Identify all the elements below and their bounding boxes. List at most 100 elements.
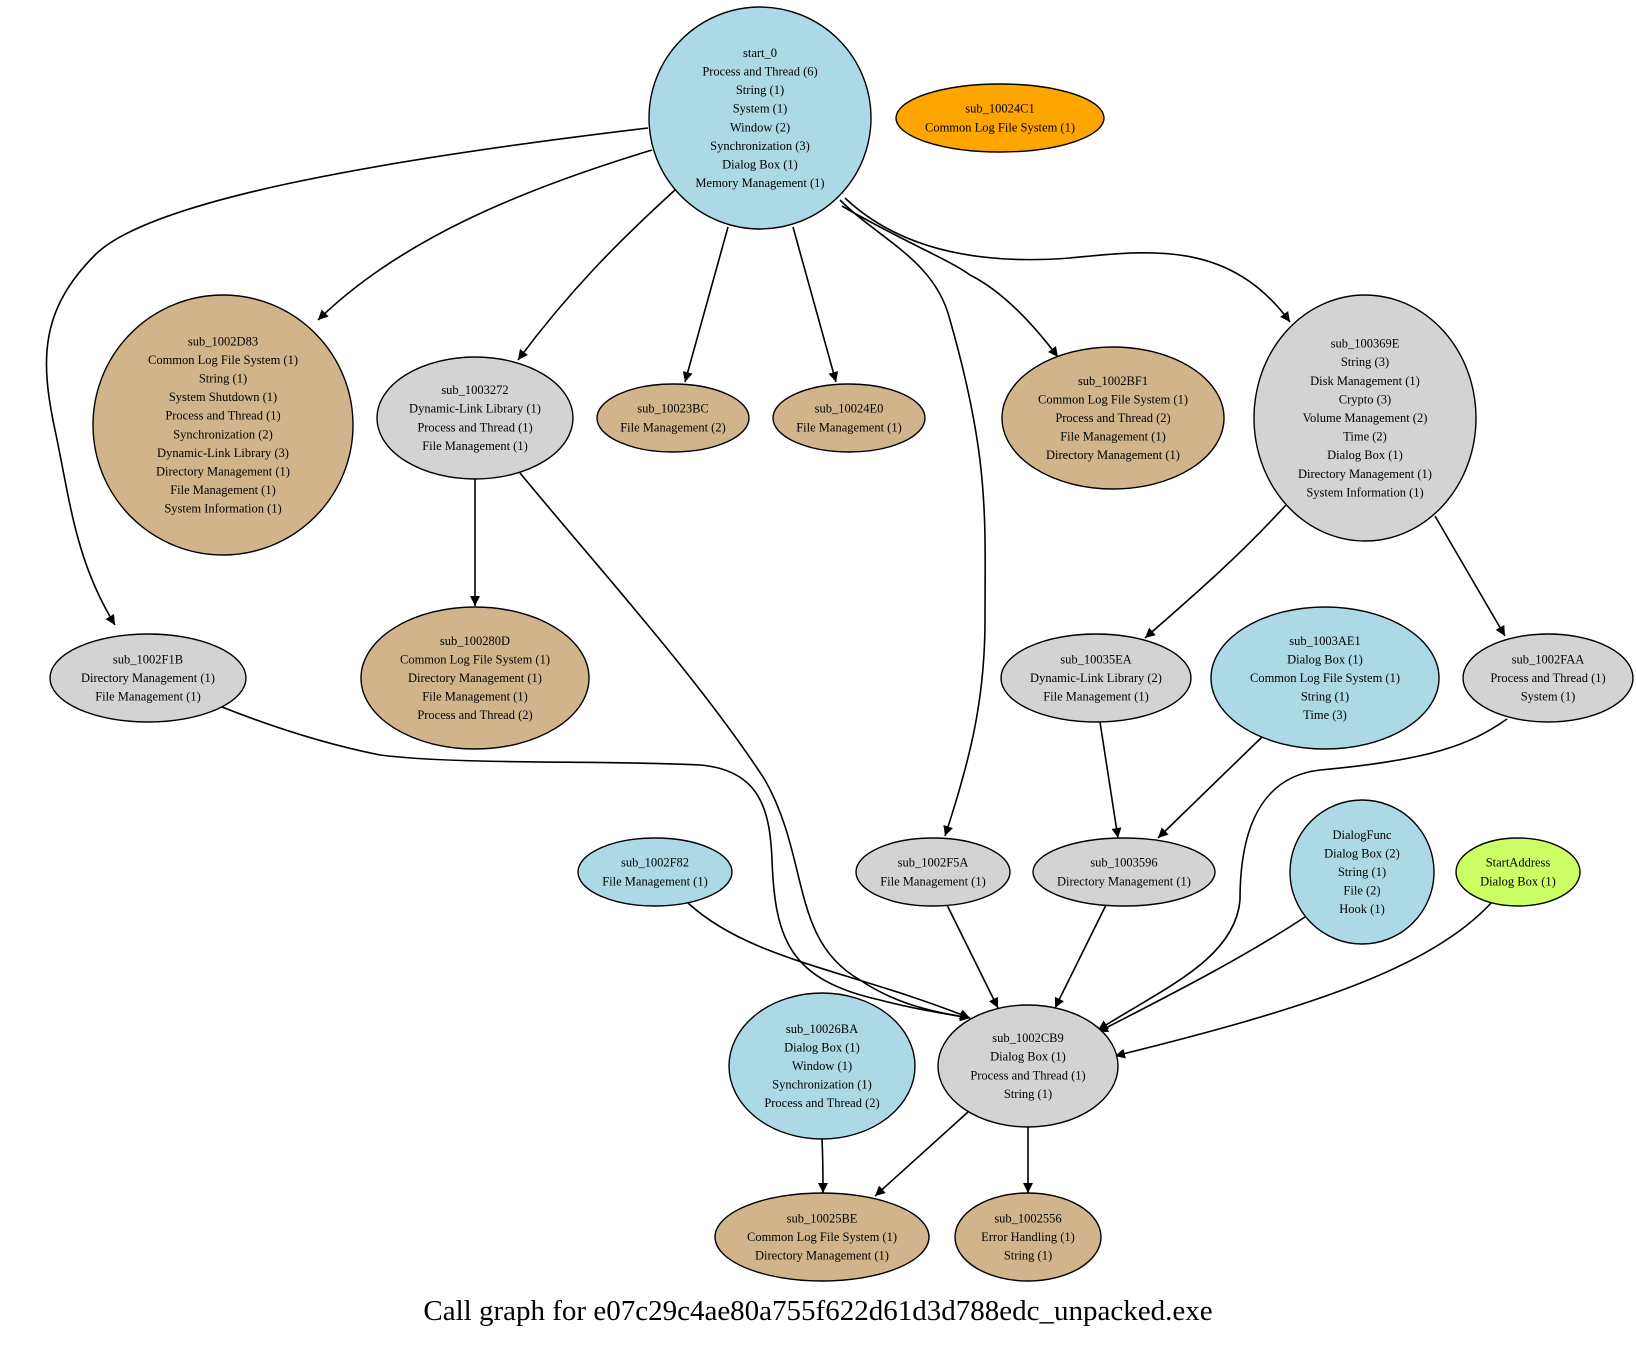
node-shape-sub_1003AE1[interactable]: [1210, 606, 1440, 750]
node-category-label: Process and Thread (1): [970, 1068, 1085, 1082]
node-name-label: sub_1003596: [1090, 856, 1157, 870]
node-shape-sub_10023BC[interactable]: [596, 383, 750, 453]
node-sub_10035EA[interactable]: sub_10035EA Dynamic-Link Library (2) File …: [1000, 633, 1192, 723]
node-shape-DialogFunc[interactable]: [1289, 799, 1435, 945]
node-category-label: String (1): [199, 372, 247, 386]
node-shape-sub_10026BA[interactable]: [728, 992, 916, 1140]
node-category-label: Dynamic-Link Library (1): [409, 402, 541, 416]
node-name-label: sub_10026BA: [786, 1022, 858, 1036]
node-category-label: Process and Thread (1): [165, 409, 280, 423]
node-shape-sub_10025BE[interactable]: [714, 1192, 930, 1282]
node-category-label: System (1): [1521, 690, 1576, 704]
node-category-label: Synchronization (3): [710, 139, 810, 153]
node-shape-sub_1002556[interactable]: [954, 1192, 1102, 1282]
node-category-label: String (3): [1341, 355, 1389, 369]
node-name-label: sub_1003AE1: [1289, 634, 1361, 648]
edge-sub_1003272-to-sub_1002CB9: [519, 472, 971, 1022]
node-shape-sub_1002D83[interactable]: [92, 294, 354, 556]
node-shape-sub_1002BF1[interactable]: [1001, 346, 1225, 490]
node-category-label: File Management (2): [620, 420, 726, 434]
node-category-label: String (1): [1004, 1249, 1052, 1263]
node-shape-sub_1002F5A[interactable]: [855, 837, 1011, 907]
node-name-label: sub_10024C1: [965, 102, 1034, 116]
node-category-label: Common Log File System (1): [747, 1230, 897, 1244]
node-shape-sub_1003272[interactable]: [376, 356, 574, 480]
node-name-label: sub_10035EA: [1060, 652, 1132, 666]
node-category-label: Dynamic-Link Library (3): [157, 446, 289, 460]
node-name-label: sub_1002CB9: [992, 1031, 1064, 1045]
node-category-label: Common Log File System (1): [1250, 671, 1400, 685]
node-category-label: Process and Thread (2): [1055, 411, 1170, 425]
node-category-label: Directory Management (1): [81, 671, 215, 685]
edge-sub_10026BA-to-sub_10025BE: [817, 1138, 828, 1194]
edge-sub_100369E-to-sub_10035EA: [1144, 504, 1287, 639]
edge-start_0-to-sub_1002BF1: [841, 205, 1059, 358]
node-name-label: sub_10025BE: [787, 1211, 858, 1225]
edge-sub_1002F1B-to-sub_1002CB9: [221, 706, 971, 1022]
node-category-label: System Shutdown (1): [169, 390, 277, 404]
node-category-label: Time (2): [1343, 430, 1387, 444]
node-name-label: sub_100369E: [1331, 337, 1400, 351]
node-category-label: Process and Thread (1): [417, 420, 532, 434]
node-shape-sub_1002F1B[interactable]: [49, 633, 247, 723]
node-category-label: Dialog Box (1): [784, 1040, 860, 1054]
node-name-label: sub_1002D83: [188, 334, 258, 348]
edge-sub_10035EA-to-sub_1003596: [1099, 721, 1122, 839]
node-category-label: System Information (1): [164, 502, 281, 516]
node-category-label: File Management (1): [1043, 690, 1149, 704]
node-category-label: Disk Management (1): [1310, 374, 1420, 388]
node-shape-sub_100280D[interactable]: [360, 606, 590, 750]
node-name-label: DialogFunc: [1332, 828, 1391, 842]
node-category-label: File Management (1): [422, 690, 528, 704]
node-shape-sub_100369E[interactable]: [1253, 294, 1477, 542]
node-shape-sub_1002FAA[interactable]: [1462, 633, 1634, 723]
node-shape-sub_1003596[interactable]: [1032, 837, 1216, 907]
node-shape-sub_1002F82[interactable]: [577, 837, 733, 907]
node-shape-sub_1002CB9[interactable]: [937, 1004, 1119, 1128]
edge-start_0-to-sub_10023BC: [682, 226, 729, 383]
node-shape-start_0[interactable]: [648, 6, 872, 230]
edge-sub_1003596-to-sub_1002CB9: [1054, 904, 1107, 1009]
node-category-label: Volume Management (2): [1303, 411, 1428, 425]
node-sub_100369E[interactable]: sub_100369E String (3) Disk Management (1)…: [1253, 294, 1477, 542]
node-category-label: Dialog Box (1): [1480, 874, 1556, 888]
node-category-label: Hook (1): [1339, 902, 1384, 916]
node-category-label: Common Log File System (1): [925, 120, 1075, 134]
node-category-label: Dynamic-Link Library (2): [1030, 671, 1162, 685]
edge-start_0-to-sub_1002F1B: [45, 127, 649, 626]
node-category-label: File Management (1): [1060, 430, 1166, 444]
edge-start_0-to-sub_1002D83: [317, 149, 653, 321]
node-name-label: sub_1002F5A: [898, 856, 969, 870]
node-category-label: Directory Management (1): [408, 671, 542, 685]
node-shape-sub_10024C1[interactable]: [895, 83, 1105, 153]
node-shape-sub_10035EA[interactable]: [1000, 633, 1192, 723]
node-shape-sub_10024E0[interactable]: [772, 383, 926, 453]
node-category-label: File Management (1): [796, 420, 902, 434]
node-shape-StartAddress[interactable]: [1455, 837, 1581, 907]
edge-DialogFunc-to-sub_1002CB9: [1097, 916, 1306, 1033]
node-category-label: Window (2): [730, 120, 790, 134]
edge-start_0-to-sub_100369E: [844, 197, 1291, 323]
node-category-label: Dialog Box (1): [1287, 652, 1363, 666]
